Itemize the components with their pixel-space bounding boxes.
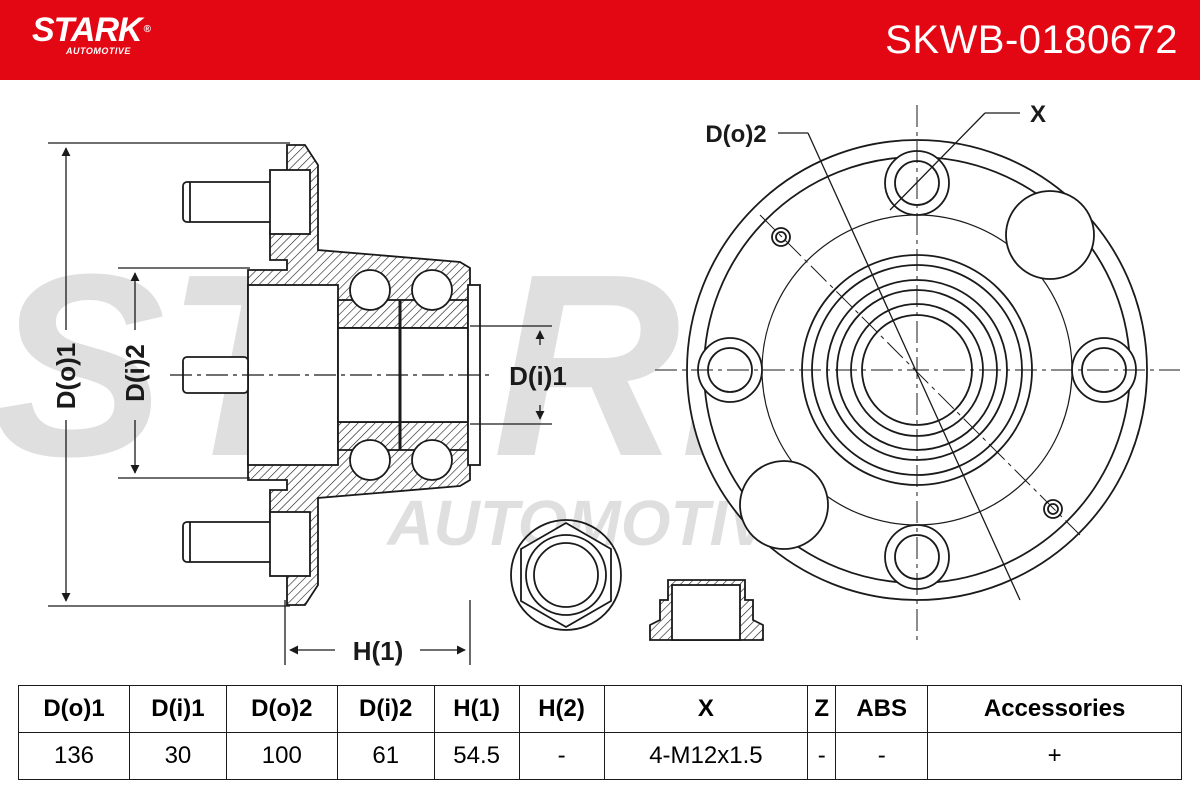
- header-cell: D(i)1: [129, 685, 227, 733]
- spacer-sleeve: [649, 579, 764, 641]
- label-x: X: [1030, 101, 1046, 128]
- value-cell: 4-M12x1.5: [603, 732, 809, 780]
- front-view: [655, 105, 1180, 640]
- side-section-view: [170, 144, 490, 606]
- value-cell: -: [518, 732, 605, 780]
- label-d-i1: D(i)1: [509, 361, 567, 391]
- value-cell: 61: [336, 732, 435, 780]
- spec-table: D(o)1 D(i)1 D(o)2 D(i)2 H(1) H(2) X Z AB…: [17, 685, 1182, 780]
- label-d-o1: D(o)1: [51, 343, 81, 409]
- header-cell: H(1): [433, 685, 520, 733]
- front-dimensions: [778, 112, 1021, 601]
- header-cell: D(i)2: [336, 685, 435, 733]
- spec-header-row: D(o)1 D(i)1 D(o)2 D(i)2 H(1) H(2) X Z AB…: [17, 685, 1182, 733]
- label-d-i2: D(i)2: [120, 344, 150, 402]
- value-cell: 100: [225, 732, 338, 780]
- hub-nut: [510, 519, 622, 631]
- value-cell: -: [807, 732, 837, 780]
- header-cell: ABS: [835, 685, 929, 733]
- header-cell: Accessories: [927, 685, 1182, 733]
- part-number: SKWB-0180672: [885, 18, 1178, 62]
- label-d-o2: D(o)2: [705, 121, 766, 148]
- value-cell: 54.5: [433, 732, 520, 780]
- header-cell: D(o)2: [225, 685, 338, 733]
- header-cell: H(2): [518, 685, 605, 733]
- value-cell: +: [927, 732, 1182, 780]
- brand-name: STARK: [32, 11, 143, 49]
- header-cell: X: [603, 685, 809, 733]
- brand-logo: STARK® AUTOMOTIVE: [32, 11, 151, 56]
- header-cell: Z: [807, 685, 837, 733]
- header-cell: D(o)1: [17, 685, 131, 733]
- label-h1: H(1): [353, 636, 404, 666]
- brand-subtitle: AUTOMOTIVE: [66, 46, 131, 56]
- value-cell: 136: [17, 732, 131, 780]
- value-cell: -: [835, 732, 929, 780]
- side-dimensions: [48, 142, 552, 665]
- technical-drawing: STARK AUTOMOTIVE R: [0, 101, 1180, 666]
- value-cell: 30: [129, 732, 227, 780]
- spec-value-row: 136 30 100 61 54.5 - 4-M12x1.5 - - +: [17, 732, 1182, 780]
- header-bar: STARK® AUTOMOTIVE SKWB-0180672: [0, 0, 1200, 80]
